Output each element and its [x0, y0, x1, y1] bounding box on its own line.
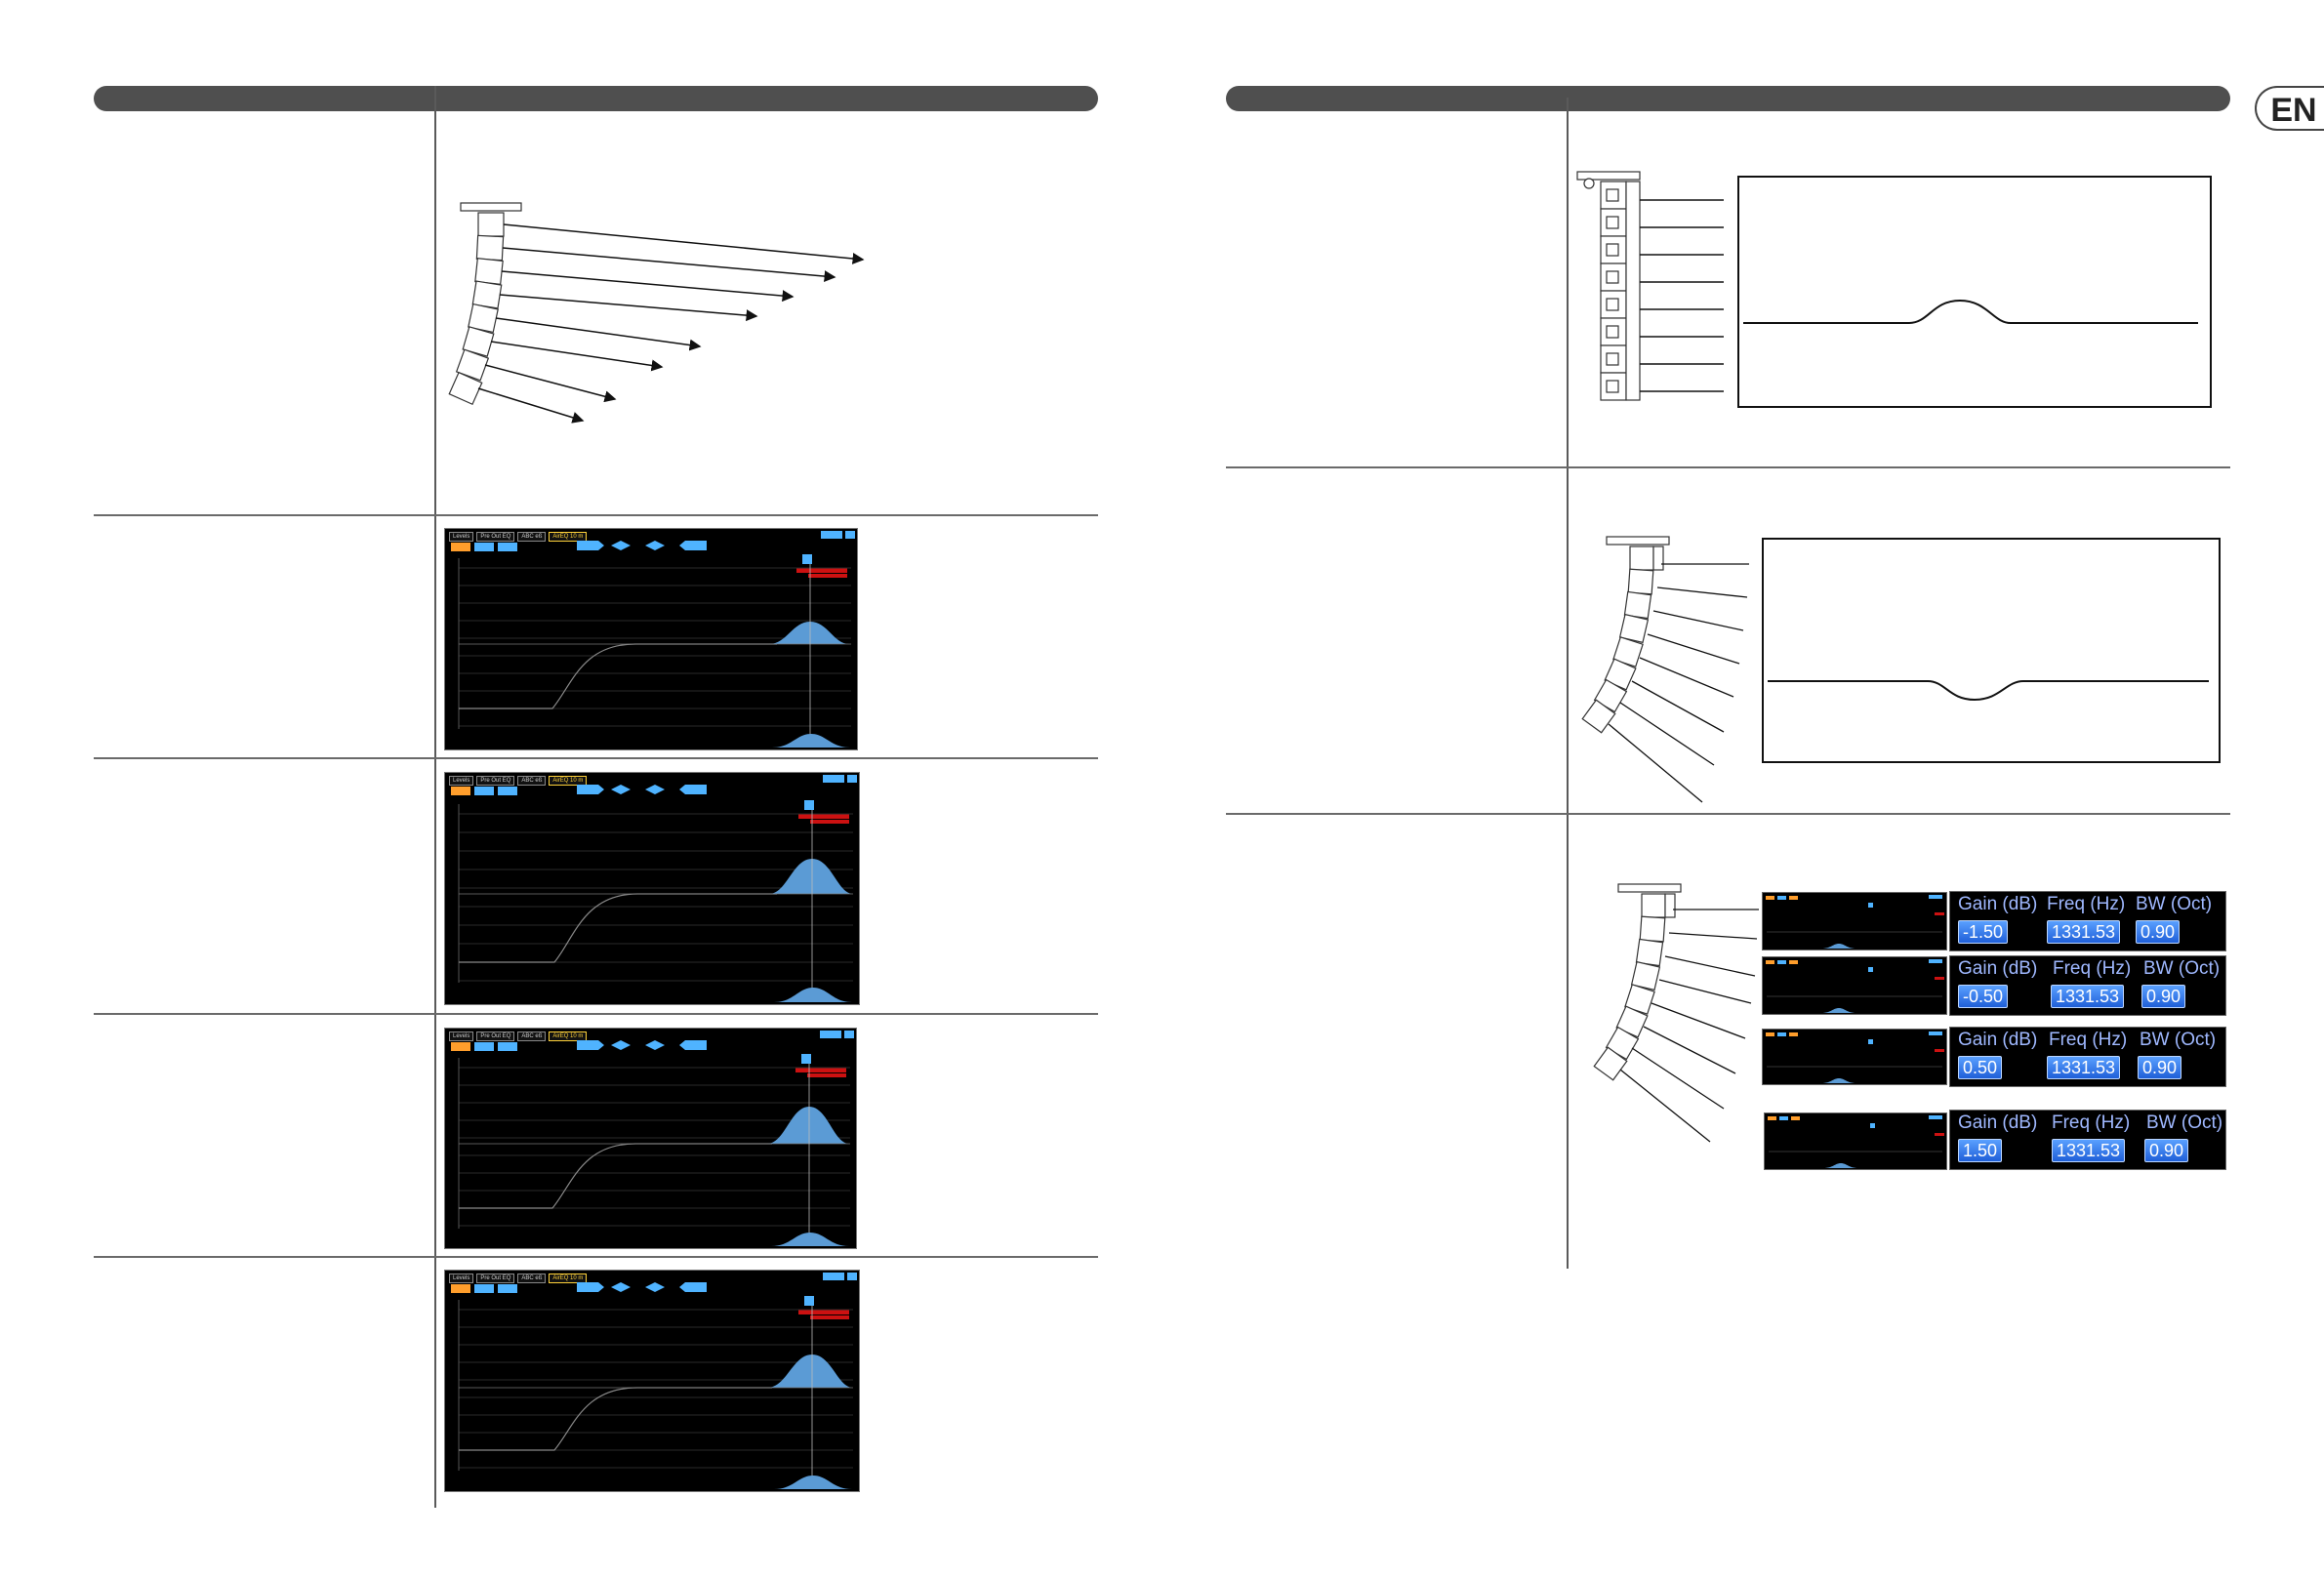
- bw-value[interactable]: 0.90: [2144, 1139, 2189, 1162]
- bw-label: BW (Oct): [2143, 958, 2221, 979]
- gain-value[interactable]: -1.50: [1958, 920, 2009, 944]
- tab-abc[interactable]: ABC eß: [517, 532, 547, 542]
- tab-pre-out-eq[interactable]: Pre Out EQ: [476, 1274, 515, 1283]
- tab-levels[interactable]: Levels: [449, 1031, 474, 1041]
- left-row-divider-2: [94, 757, 1098, 759]
- freq-label: Freq (Hz): [2052, 1112, 2131, 1133]
- bw-label: BW (Oct): [2146, 1112, 2223, 1133]
- tab-levels[interactable]: Levels: [449, 532, 474, 542]
- right-row-divider-2: [1226, 813, 2230, 815]
- tab-aireq[interactable]: AirEQ 10 m: [549, 532, 588, 542]
- eq-screenshot-3: Levels Pre Out EQ ABC eß AirEQ 10 m: [444, 1028, 857, 1249]
- eq-thumbnail-2: [1762, 956, 1947, 1015]
- eq-curve-icon: [451, 531, 855, 748]
- bw-label: BW (Oct): [2136, 894, 2213, 914]
- eq-values-panel-3: Gain (dB) Freq (Hz) BW (Oct) 0.50 1331.5…: [1949, 1027, 2226, 1087]
- gain-value[interactable]: 1.50: [1958, 1139, 2003, 1162]
- eq-thumbnail-4: [1764, 1112, 1947, 1170]
- right-header-bar: [1226, 86, 2230, 111]
- eq-curve-icon: [1737, 176, 2212, 408]
- speaker-array-icon: [1581, 536, 1749, 803]
- gain-value[interactable]: 0.50: [1958, 1056, 2003, 1079]
- tab-abc[interactable]: ABC eß: [517, 1031, 547, 1041]
- freq-label: Freq (Hz): [2047, 894, 2126, 914]
- eq-screenshot-1: Levels Pre Out EQ ABC eß AirEQ 10 m: [444, 528, 858, 750]
- freq-value[interactable]: 1331.53: [2047, 920, 2121, 944]
- gain-value[interactable]: -0.50: [1958, 985, 2009, 1008]
- gain-label: Gain (dB): [1958, 1112, 2038, 1133]
- eq-values-panel-2: Gain (dB) Freq (Hz) BW (Oct) -0.50 1331.…: [1949, 955, 2226, 1016]
- speaker-array-icon: [448, 202, 865, 424]
- eq-screenshot-4: Levels Pre Out EQ ABC eß AirEQ 10 m: [444, 1270, 860, 1492]
- gain-label: Gain (dB): [1958, 958, 2038, 979]
- tab-pre-out-eq[interactable]: Pre Out EQ: [476, 776, 515, 786]
- eq-curve-icon: [451, 1273, 857, 1489]
- bw-value[interactable]: 0.90: [2141, 985, 2186, 1008]
- eq-values-panel-4: Gain (dB) Freq (Hz) BW (Oct) 1.50 1331.5…: [1949, 1110, 2226, 1170]
- language-badge: EN: [2255, 86, 2324, 131]
- tab-abc[interactable]: ABC eß: [517, 776, 547, 786]
- eq-screenshot-2: Levels Pre Out EQ ABC eß AirEQ 10 m: [444, 772, 860, 1005]
- tab-levels[interactable]: Levels: [449, 1274, 474, 1283]
- gain-label: Gain (dB): [1958, 894, 2038, 914]
- tab-aireq[interactable]: AirEQ 10 m: [549, 1274, 588, 1283]
- right-row-divider-1: [1226, 466, 2230, 468]
- tab-pre-out-eq[interactable]: Pre Out EQ: [476, 532, 515, 542]
- eq-values-panel-1: Gain (dB) Freq (Hz) BW (Oct) -1.50 1331.…: [1949, 891, 2226, 951]
- freq-label: Freq (Hz): [2053, 958, 2132, 979]
- speaker-array-icon: [1593, 883, 1759, 1143]
- speaker-array-icon: [1576, 171, 1724, 401]
- tab-aireq[interactable]: AirEQ 10 m: [549, 1031, 588, 1041]
- freq-value[interactable]: 1331.53: [2047, 1056, 2121, 1079]
- bw-label: BW (Oct): [2140, 1030, 2217, 1050]
- left-row-divider-1: [94, 514, 1098, 516]
- freq-label: Freq (Hz): [2049, 1030, 2128, 1050]
- left-header-bar: [94, 86, 1098, 111]
- left-column-divider: [434, 86, 436, 1508]
- bw-value[interactable]: 0.90: [2138, 1056, 2182, 1079]
- freq-value[interactable]: 1331.53: [2051, 985, 2125, 1008]
- left-row-divider-4: [94, 1256, 1098, 1258]
- gain-label: Gain (dB): [1958, 1030, 2038, 1050]
- right-column-divider: [1567, 98, 1569, 1269]
- left-row-divider-3: [94, 1013, 1098, 1015]
- tab-aireq[interactable]: AirEQ 10 m: [549, 776, 588, 786]
- eq-curve-icon: [1762, 538, 2221, 763]
- eq-curve-icon: [451, 775, 857, 1002]
- tab-levels[interactable]: Levels: [449, 776, 474, 786]
- eq-curve-icon: [451, 1031, 854, 1246]
- tab-abc[interactable]: ABC eß: [517, 1274, 547, 1283]
- bw-value[interactable]: 0.90: [2136, 920, 2181, 944]
- tab-pre-out-eq[interactable]: Pre Out EQ: [476, 1031, 515, 1041]
- eq-thumbnail-3: [1762, 1029, 1947, 1085]
- eq-thumbnail-1: [1762, 892, 1947, 950]
- freq-value[interactable]: 1331.53: [2052, 1139, 2126, 1162]
